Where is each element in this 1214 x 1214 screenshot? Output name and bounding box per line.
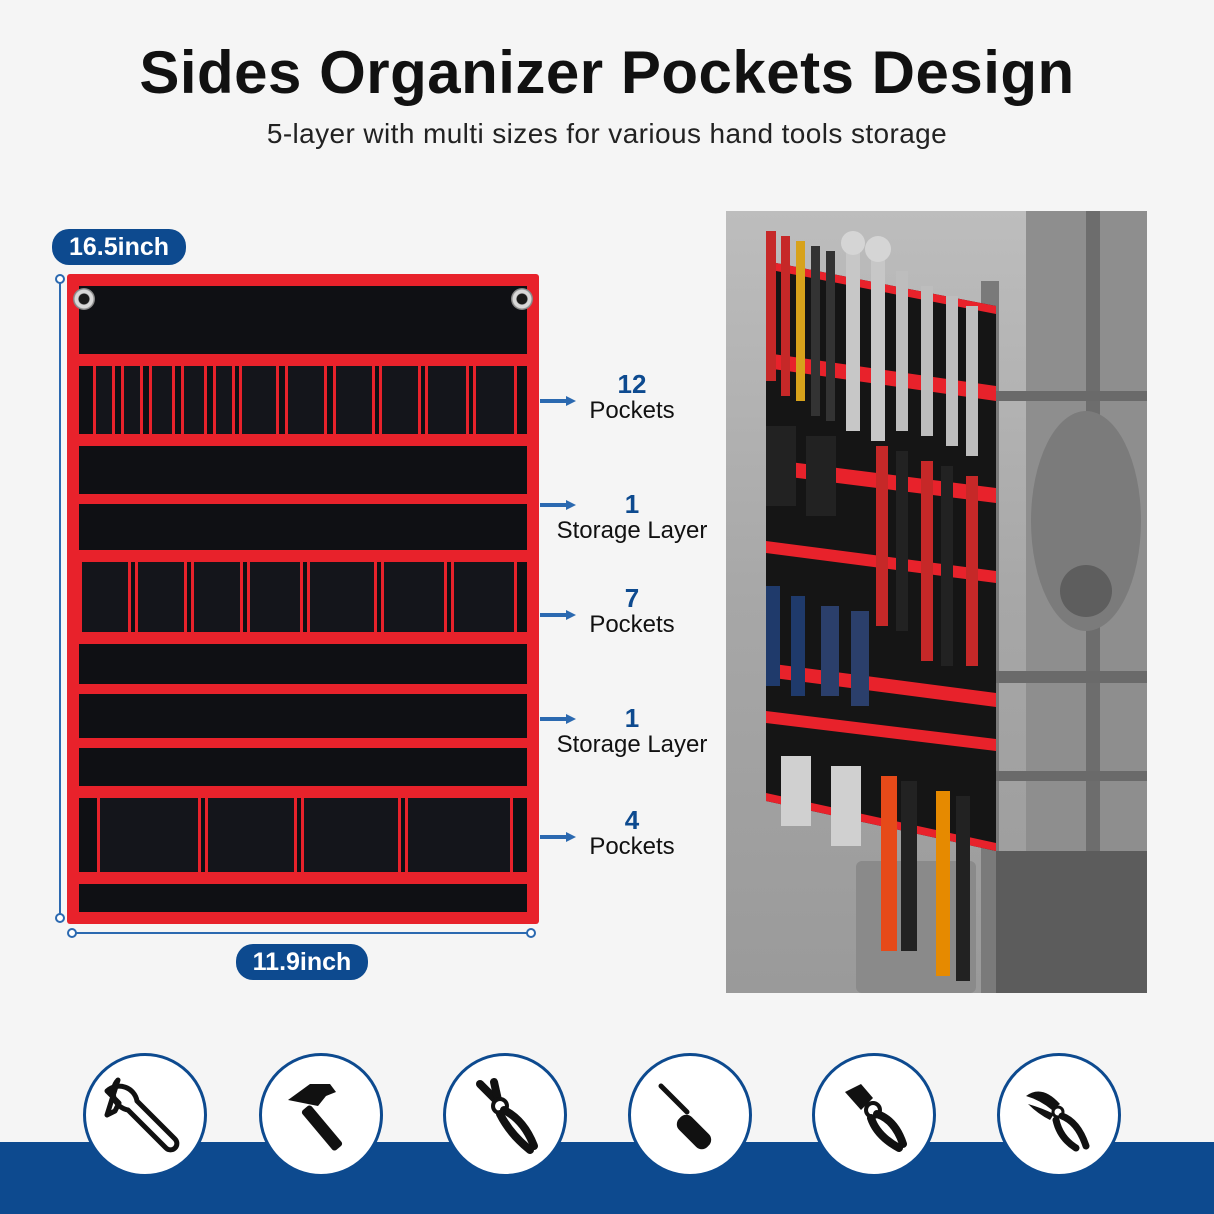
width-dimension-line (72, 932, 532, 934)
tool-icon-circle (628, 1053, 752, 1177)
layer-count: 4 (624, 805, 640, 835)
pocket (239, 366, 279, 434)
organizer-diagram (67, 274, 539, 924)
row2-top-band (79, 550, 527, 562)
pocket (425, 366, 469, 434)
pocket (307, 562, 377, 632)
layer-text: Storage Layer (556, 517, 708, 544)
screwdriver-icon (658, 1083, 712, 1150)
width-dimension-right-dot (526, 928, 536, 938)
pocket (149, 366, 175, 434)
tool-icon-circle (812, 1053, 936, 1177)
layer-count: 1 (624, 489, 640, 519)
layer-count: 1 (624, 703, 640, 733)
layer-text: Pockets (589, 611, 675, 638)
arrow-icon (540, 714, 576, 724)
wrench-icon (104, 1077, 180, 1153)
pocket (213, 366, 235, 434)
tool-icon-circle (83, 1053, 207, 1177)
pocket (205, 798, 297, 872)
layer-text: Pockets (589, 833, 675, 860)
pruning-shears-icon (1026, 1091, 1090, 1152)
height-dimension-top-dot (55, 274, 65, 284)
organizer-fabric (73, 286, 533, 912)
arrow-icon (540, 610, 576, 620)
arrow-icon (540, 396, 576, 406)
pocket (285, 366, 327, 434)
pocket (97, 798, 201, 872)
pocket (247, 562, 303, 632)
grommet-right (511, 288, 533, 310)
tool-icon-circle (259, 1053, 383, 1177)
pocket (181, 366, 207, 434)
pocket (473, 366, 517, 434)
tool-icon-circle (443, 1053, 567, 1177)
pocket (381, 562, 447, 632)
layer-label-1: 12 Pockets (552, 370, 712, 424)
height-dimension-line (59, 279, 61, 919)
layer-label-4: 1 Storage Layer (552, 704, 712, 758)
width-badge: 11.9inch (236, 944, 368, 980)
height-badge: 16.5inch (52, 229, 186, 265)
pocket (301, 798, 401, 872)
arrow-icon (540, 500, 576, 510)
grommet-left (73, 288, 95, 310)
pocket (451, 562, 517, 632)
storage-layer-2-band (79, 684, 527, 694)
pocket (135, 562, 187, 632)
layer-count: 12 (617, 369, 647, 399)
pliers-icon (476, 1078, 538, 1154)
page-title: Sides Organizer Pockets Design (139, 39, 1075, 106)
row3-top-band (79, 786, 527, 798)
layer-label-2: 1 Storage Layer (552, 490, 712, 544)
tool-cart-illustration (766, 211, 1147, 993)
storage-layer-2-lower-band (79, 738, 527, 748)
pocket (379, 366, 421, 434)
storage-layer-1-band (79, 494, 527, 504)
arrow-icon (540, 832, 576, 842)
pocket (79, 562, 131, 632)
page-subtitle: 5-layer with multi sizes for various han… (266, 118, 948, 149)
hammer-icon (288, 1084, 343, 1151)
width-dimension-left-dot (67, 928, 77, 938)
pocket (333, 366, 375, 434)
row1-bottom-band (79, 434, 527, 446)
layer-count: 7 (624, 583, 640, 613)
layer-text: Storage Layer (556, 731, 708, 758)
layer-label-5: 4 Pockets (552, 806, 712, 860)
pocket (405, 798, 513, 872)
pocket (93, 366, 115, 434)
pocket (191, 562, 243, 632)
row3-bottom-band (79, 872, 527, 884)
product-photo (726, 211, 1147, 993)
layer-text: Pockets (589, 397, 675, 424)
tool-icon-circle (997, 1053, 1121, 1177)
row2-bottom-band (79, 632, 527, 644)
height-dimension-bottom-dot (55, 913, 65, 923)
layer-label-3: 7 Pockets (552, 584, 712, 638)
row1-top-band (79, 354, 527, 366)
combination-pliers-icon (845, 1084, 907, 1152)
pocket (121, 366, 143, 434)
